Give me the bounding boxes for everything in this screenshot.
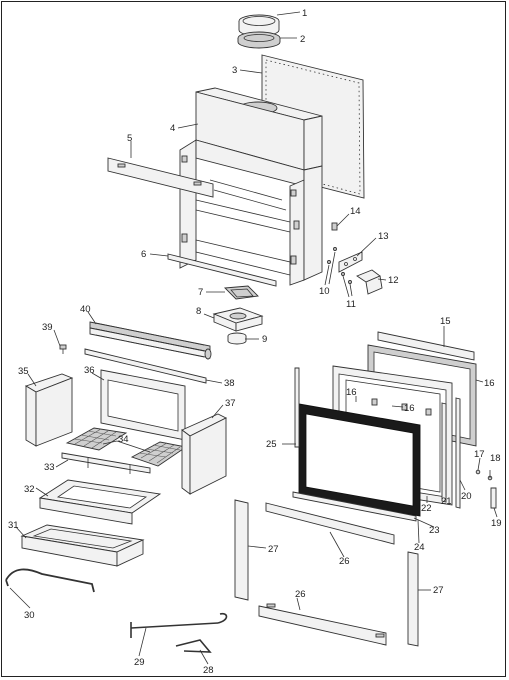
callout-19: 19 [491,518,502,529]
callout-40: 40 [80,304,91,315]
part-ash-hook [175,639,212,653]
callout-27-right: 27 [433,585,444,596]
part-rear-liner [100,369,186,441]
part-grate-frame [38,479,162,525]
callout-8: 8 [196,306,201,317]
callout-27-left: 27 [268,544,279,555]
callout-37: 37 [225,398,236,409]
part-grate-right [130,441,188,467]
part-screw [59,344,67,354]
part-door-bottom-trim [292,491,417,522]
part-side-column-right [407,551,419,647]
callout-30: 30 [24,610,35,621]
callout-31: 31 [8,520,19,531]
callout-17: 17 [474,449,485,460]
part-handle-wire [5,568,95,593]
callout-labels: 1 2 3 4 5 6 7 8 9 10 11 12 13 14 15 16 1… [8,8,502,676]
callout-7: 7 [198,287,203,298]
callout-16-right: 16 [484,378,495,389]
leader-lines [9,11,498,665]
callout-16-inner: 16 [404,403,415,414]
part-door-side-strip [294,367,300,448]
callout-4: 4 [170,123,175,134]
callout-29: 29 [134,657,145,668]
callout-26-lower: 26 [295,589,306,600]
part-air-ring [227,332,247,345]
part-small-hardware [327,222,383,295]
callout-35: 35 [18,366,29,377]
part-baffle-plate [107,157,214,198]
callout-23: 23 [429,525,440,536]
callout-33: 33 [44,462,55,473]
callout-12: 12 [388,275,399,286]
part-side-column-left [234,499,249,601]
part-flue-ring [237,31,281,49]
callout-9: 9 [262,334,267,345]
callout-14: 14 [350,206,361,217]
callout-36: 36 [84,365,95,376]
part-air-box [212,307,264,332]
callout-13: 13 [378,231,389,242]
callout-21: 21 [441,496,452,507]
callout-39: 39 [42,322,53,333]
part-ash-pan [20,524,145,567]
callout-20: 20 [461,491,472,502]
part-latch-hardware [475,469,497,509]
callout-22: 22 [421,503,432,514]
part-flue-collar [238,14,280,37]
part-door-top-trim [377,331,475,361]
callout-3: 3 [232,65,237,76]
part-side-liner-right [181,413,228,495]
part-lower-rail-lower [258,605,387,646]
callout-38: 38 [224,378,235,389]
callout-10: 10 [319,286,330,297]
callout-26-upper: 26 [339,556,350,567]
part-firebox-body [179,87,323,286]
part-front-rail [167,253,277,287]
part-side-liner-left [24,373,74,447]
part-door-hinge-bar [455,397,461,509]
part-lower-rail-upper [265,502,395,545]
callout-11: 11 [346,299,356,310]
callout-25: 25 [266,439,277,450]
part-door-front [298,403,421,517]
callout-28: 28 [203,665,214,676]
callout-32: 32 [24,484,35,495]
callout-6: 6 [141,249,146,260]
part-grate-left [65,427,128,451]
part-grate-bar [61,452,151,474]
callout-16-upper: 16 [346,387,357,398]
part-poker-tool [130,612,228,638]
part-air-tube [84,348,207,384]
part-air-plate [223,285,259,300]
callout-34: 34 [118,434,129,445]
callout-18: 18 [490,453,501,464]
part-burner-tubes [89,321,212,360]
callout-5: 5 [127,133,132,144]
callout-24: 24 [414,542,425,553]
callout-2: 2 [300,34,305,45]
callout-1: 1 [302,8,307,19]
callout-15: 15 [440,316,451,327]
